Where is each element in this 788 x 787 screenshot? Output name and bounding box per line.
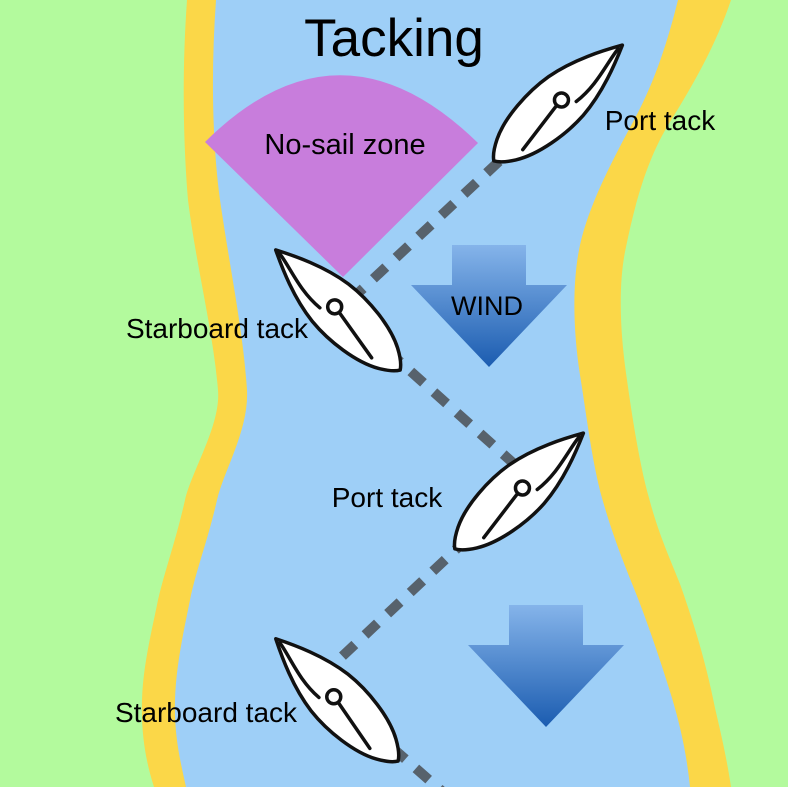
port-tack-label-middle: Port tack bbox=[332, 482, 443, 513]
port-tack-label-top: Port tack bbox=[605, 105, 716, 136]
right-land bbox=[620, 0, 788, 787]
no-sail-zone-label: No-sail zone bbox=[264, 129, 425, 161]
wind-label: WIND bbox=[451, 291, 523, 321]
starboard-tack-label-upper: Starboard tack bbox=[126, 313, 309, 344]
no-sail-zone bbox=[205, 75, 478, 277]
left-land bbox=[0, 0, 219, 787]
diagram-title: Tacking bbox=[304, 9, 484, 68]
starboard-tack-label-lower: Starboard tack bbox=[115, 697, 298, 728]
